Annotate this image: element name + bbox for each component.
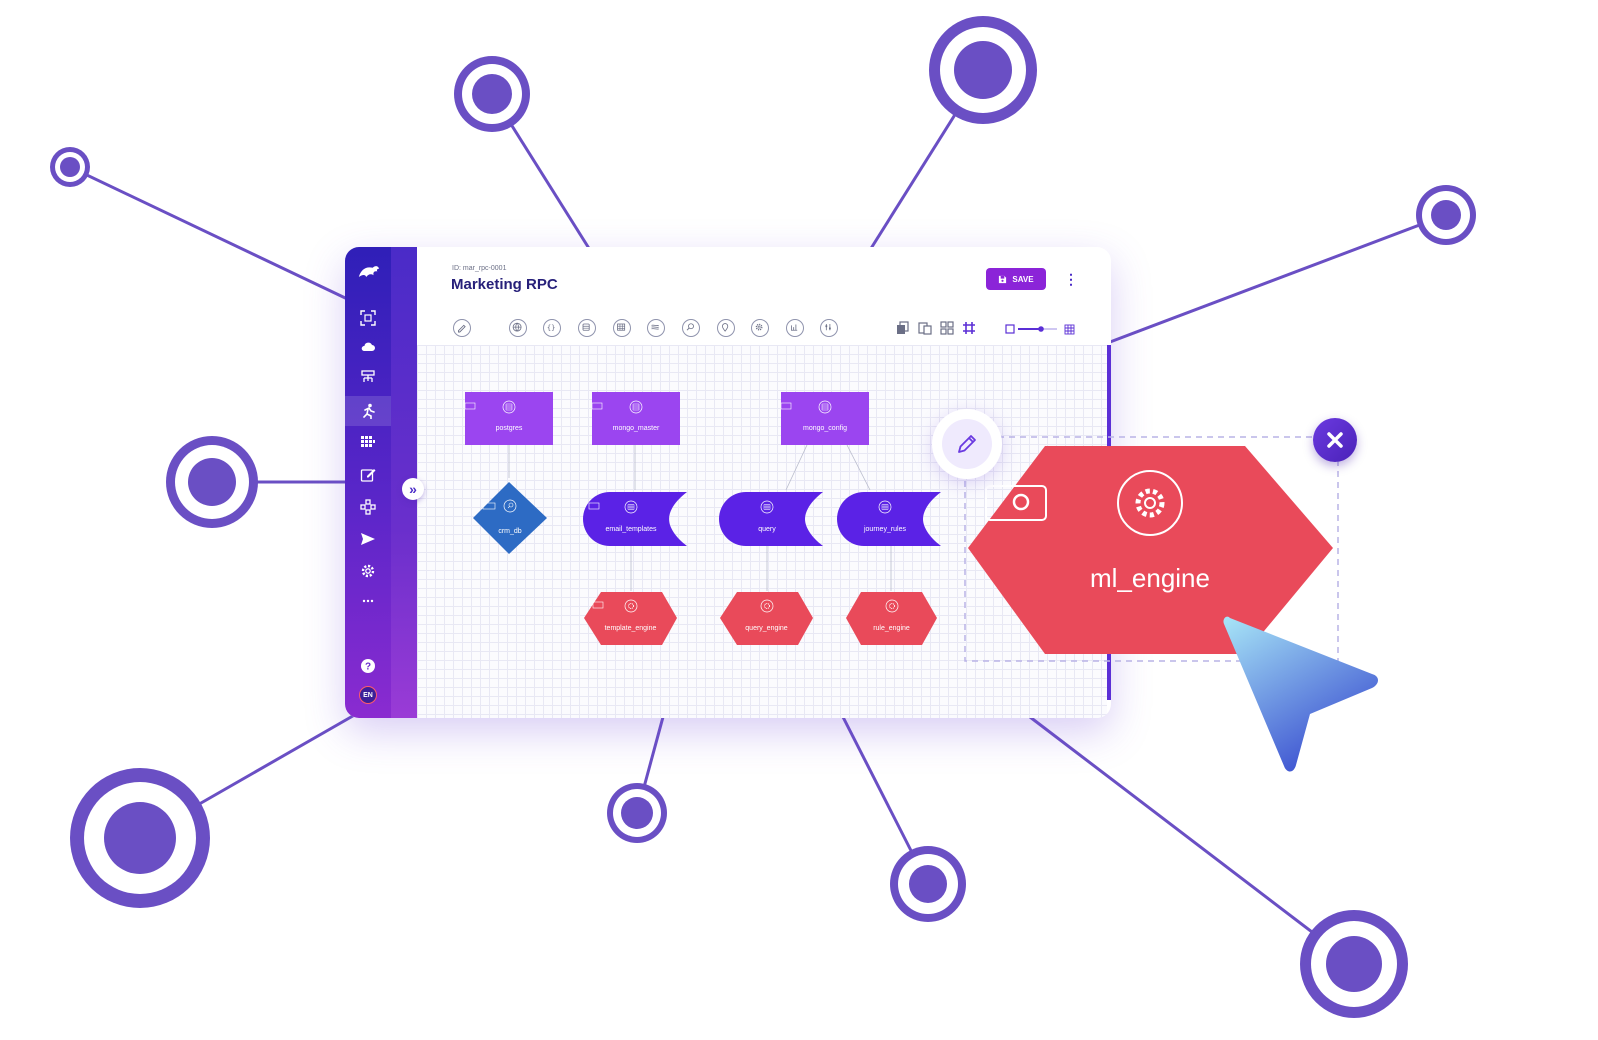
language-button[interactable]: EN bbox=[358, 685, 378, 705]
node-label-mongo-master: mongo_master bbox=[612, 425, 660, 432]
close-button[interactable] bbox=[1313, 418, 1357, 462]
help-icon[interactable]: ? bbox=[358, 656, 378, 676]
ml-engine-label: ml_engine bbox=[1090, 563, 1210, 593]
edit-node-button[interactable] bbox=[932, 409, 1002, 479]
search-icon[interactable] bbox=[682, 319, 700, 337]
save-icon bbox=[999, 275, 1007, 283]
cloud-icon[interactable] bbox=[358, 337, 378, 357]
chart-icon[interactable] bbox=[786, 319, 804, 337]
hierarchy-icon[interactable] bbox=[358, 368, 378, 388]
port-indicator bbox=[985, 485, 1047, 521]
language-label: EN bbox=[359, 686, 377, 704]
more-icon[interactable] bbox=[358, 591, 378, 611]
node-label-rule-engine: rule_engine bbox=[873, 625, 910, 632]
node-label-postgres: postgres bbox=[495, 425, 523, 432]
globe-grid-icon[interactable] bbox=[358, 433, 378, 453]
page-title: Marketing RPC bbox=[451, 276, 558, 293]
paste-icon[interactable] bbox=[918, 321, 932, 335]
expand-sidebar-icon[interactable]: » bbox=[402, 478, 424, 500]
node-query-engine[interactable] bbox=[720, 592, 813, 645]
more-options-icon[interactable]: ⋮ bbox=[1064, 271, 1078, 287]
table-icon[interactable] bbox=[613, 319, 631, 337]
gear-icon[interactable] bbox=[751, 319, 769, 337]
database-icon bbox=[632, 403, 640, 411]
layers-icon[interactable] bbox=[647, 319, 665, 337]
table-icon bbox=[881, 504, 889, 510]
components-icon[interactable] bbox=[358, 497, 378, 517]
node-email-templates[interactable] bbox=[583, 492, 687, 546]
table-icon bbox=[763, 504, 771, 510]
ml-engine-hexagon bbox=[968, 446, 1333, 654]
database-icon bbox=[505, 403, 513, 411]
node-postgres[interactable] bbox=[464, 392, 553, 445]
globe-icon[interactable] bbox=[509, 319, 527, 337]
node-label-email-templates: email_templates bbox=[605, 526, 657, 533]
document-id: ID: mar_rpc-0001 bbox=[452, 265, 507, 272]
save-button[interactable]: SAVE bbox=[986, 268, 1046, 290]
node-label-crm-db: crm_db bbox=[498, 528, 522, 535]
node-rule-engine[interactable] bbox=[846, 592, 937, 645]
gear-icon-ring bbox=[1117, 470, 1183, 536]
close-icon bbox=[1327, 432, 1343, 448]
node-label-journey-rules: journey_rules bbox=[863, 526, 907, 533]
copy-icon[interactable] bbox=[896, 321, 910, 335]
edit-button-inner bbox=[942, 419, 992, 469]
sidebar: ? EN bbox=[345, 247, 391, 718]
search-icon bbox=[507, 502, 514, 509]
sliders-icon[interactable] bbox=[820, 319, 838, 337]
table-icon bbox=[627, 504, 635, 510]
pencil-icon bbox=[958, 435, 976, 453]
hash-icon[interactable] bbox=[962, 321, 976, 335]
cursor-arrow-icon bbox=[1223, 616, 1378, 772]
list-icon[interactable] bbox=[578, 319, 596, 337]
diagram-edges bbox=[508, 444, 892, 591]
gear-icon bbox=[1135, 488, 1165, 518]
runner-icon[interactable] bbox=[358, 401, 378, 421]
database-icon bbox=[821, 403, 829, 411]
node-template-engine[interactable] bbox=[584, 592, 677, 645]
selected-node-ml-engine[interactable] bbox=[960, 430, 1350, 670]
node-journey-rules[interactable] bbox=[837, 492, 941, 546]
zoom-slider[interactable] bbox=[1005, 322, 1077, 336]
node-label-query: query bbox=[758, 526, 776, 533]
send-icon[interactable] bbox=[358, 529, 378, 549]
selection-frame bbox=[964, 436, 1339, 662]
app-window: ? EN ID: mar_rpc-0001 Marketing RPC SAVE… bbox=[345, 247, 1111, 718]
grid-icon[interactable] bbox=[940, 321, 954, 335]
diagram-canvas[interactable]: postgres mongo_master mongo_config crm_d… bbox=[417, 345, 1107, 718]
svg-text:?: ? bbox=[365, 662, 371, 673]
network-nodes bbox=[50, 16, 1476, 1018]
logo-icon[interactable] bbox=[356, 261, 382, 281]
node-mongo-master[interactable] bbox=[591, 392, 680, 445]
save-button-label: SAVE bbox=[1012, 274, 1034, 284]
scan-icon[interactable] bbox=[358, 308, 378, 328]
node-label-query-engine: query_engine bbox=[745, 625, 788, 632]
node-crm-db[interactable] bbox=[473, 482, 547, 554]
settings-icon[interactable] bbox=[358, 561, 378, 581]
svg-text:{}: {} bbox=[547, 323, 556, 332]
node-label-template-engine: template_engine bbox=[604, 625, 657, 632]
pencil-icon[interactable] bbox=[453, 319, 471, 337]
edit-icon[interactable] bbox=[358, 465, 378, 485]
braces-icon[interactable]: {} bbox=[543, 319, 561, 337]
node-mongo-config[interactable] bbox=[780, 392, 869, 445]
map-pin-icon[interactable] bbox=[717, 319, 735, 337]
node-query[interactable] bbox=[719, 492, 823, 546]
node-label-mongo-config: mongo_config bbox=[803, 425, 847, 432]
